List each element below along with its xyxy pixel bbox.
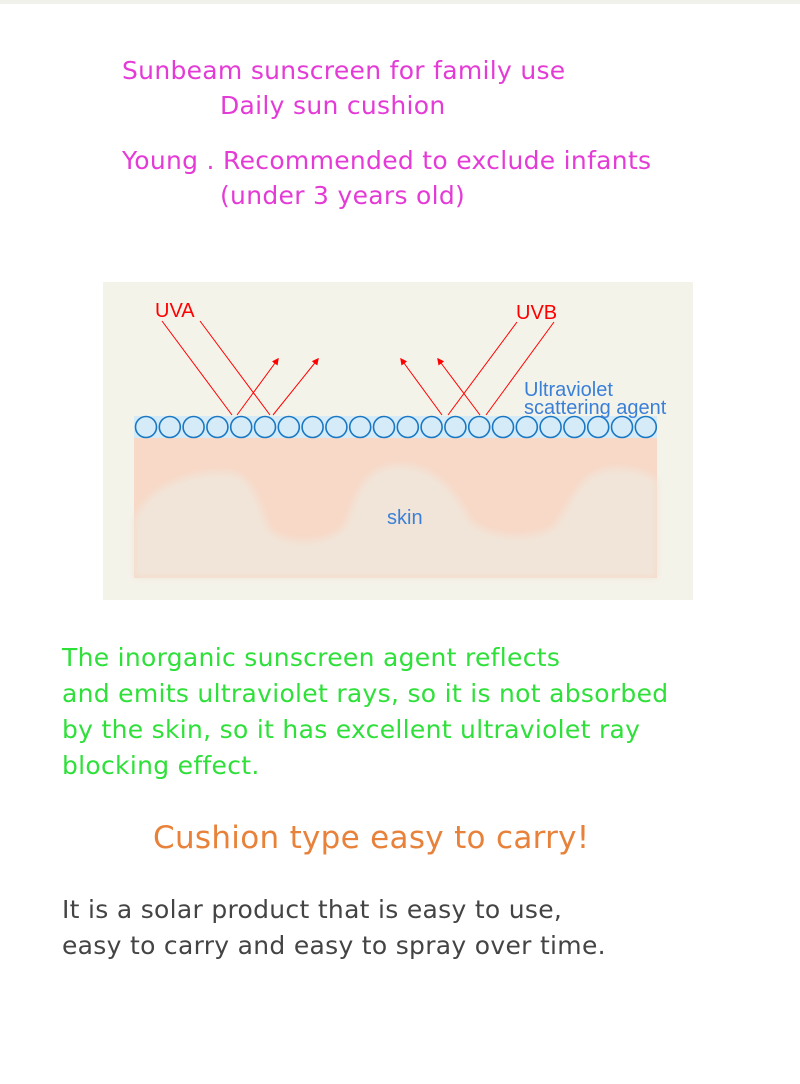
uv-rays (161, 320, 555, 416)
uva-reflected-ray (272, 357, 319, 416)
agent-particle (467, 415, 491, 439)
top-strip (0, 0, 800, 4)
uvb-reflected-ray (400, 357, 443, 416)
agent-particle (253, 415, 277, 439)
agent-particle (586, 415, 610, 439)
agent-particle (277, 415, 301, 439)
description-line: by the skin, so it has excellent ultravi… (62, 715, 641, 744)
skin-label: skin (387, 507, 423, 529)
skin-inner (134, 465, 657, 578)
cushion-heading: Cushion type easy to carry! (153, 820, 590, 856)
agent-label-1: Ultraviolet (524, 379, 613, 401)
uva-incoming-ray (161, 320, 233, 416)
description-line: The inorganic sunscreen agent reflects (62, 643, 561, 672)
uvb-label: UVB (516, 302, 557, 324)
uvb-incoming-ray (485, 321, 555, 416)
uva-incoming-ray (199, 320, 271, 416)
cushion-line: It is a solar product that is easy to us… (62, 895, 563, 924)
cushion-description: It is a solar product that is easy to us… (62, 892, 606, 964)
agent-particle (325, 415, 348, 439)
title-line-2: Daily sun cushion (220, 91, 446, 120)
subtitle-line-2: (under 3 years old) (220, 181, 466, 210)
agent-particle (206, 415, 229, 439)
agent-particle (348, 415, 372, 439)
agent-particle (610, 415, 634, 439)
uva-label: UVA (155, 300, 195, 322)
agent-particle (563, 415, 586, 439)
subtitle-line-1: Young . Recommended to exclude infants (122, 146, 652, 175)
agent-band (134, 416, 657, 438)
agent-particle (634, 415, 658, 439)
description: The inorganic sunscreen agent reflects a… (62, 640, 668, 784)
uvb-reflected-ray (437, 357, 481, 416)
agent-particle (539, 415, 562, 439)
agent-particle (372, 415, 396, 439)
agent-particle (158, 415, 182, 439)
agent-particle (444, 415, 467, 439)
cushion-line: easy to carry and easy to spray over tim… (62, 931, 606, 960)
agent-particle (229, 415, 253, 439)
description-line: and emits ultraviolet rays, so it is not… (62, 679, 669, 708)
agent-particle (420, 415, 443, 439)
agent-particle (134, 415, 158, 439)
uva-reflected-ray (236, 357, 279, 416)
uvb-incoming-ray (447, 321, 518, 416)
description-line: blocking effect. (62, 751, 260, 780)
agent-particle (491, 415, 515, 439)
agent-label-2: scattering agent (524, 397, 667, 419)
agent-particles (134, 415, 658, 439)
agent-particle (301, 415, 324, 439)
agent-particle (515, 415, 539, 439)
title-line-1: Sunbeam sunscreen for family use (122, 56, 566, 85)
agent-particle (182, 415, 205, 439)
agent-particle (396, 415, 420, 439)
